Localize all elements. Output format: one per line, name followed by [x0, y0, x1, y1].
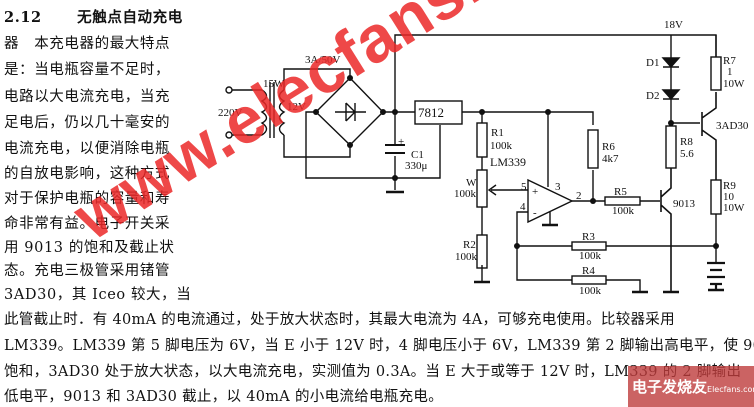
section-number: 2.12 — [4, 9, 42, 26]
label-r8-value: 5.6 — [680, 148, 694, 160]
body-text-line: 低电平，9013 和 3AD30 截止，以 40mA 的小电流给电瓶充电。 — [4, 389, 443, 405]
label-ic: LM339 — [490, 155, 526, 169]
side-text-line: 电路以大电流充电，当充 — [4, 89, 171, 105]
side-text-line: 足电后，仍以几十毫安的 — [4, 115, 171, 131]
side-text-line: 是：当电瓶容量不足时， — [4, 62, 171, 78]
label-3ad30: 3AD30 — [716, 120, 749, 132]
label-r9: R9 — [723, 180, 736, 192]
resistor-r5 — [604, 196, 641, 206]
capacitor-c1 — [385, 144, 405, 154]
transistor-9013 — [660, 168, 672, 292]
label-supply: 18V — [664, 19, 683, 31]
label-c1: C1 — [411, 149, 424, 161]
logo-text: 电子发烧友 — [632, 378, 708, 396]
side-text-line: 3AD30，其 Iceo 较大，当 — [4, 287, 192, 303]
label-w-value: 100k — [454, 188, 477, 200]
label-9013: 9013 — [673, 198, 696, 210]
section-heading: 2.12 无触点自动充电 — [4, 6, 183, 27]
diode-d2 — [661, 89, 681, 101]
label-d1: D1 — [646, 57, 659, 69]
label-r1: R1 — [491, 127, 504, 139]
transformer-secondary-coil — [278, 89, 286, 136]
bridge-diode-symbol — [335, 102, 366, 122]
label-r7-value: 1 — [727, 66, 733, 78]
resistor-r3 — [571, 241, 607, 251]
side-text-line: 电流充电，以便消除电瓶 — [4, 141, 171, 157]
label-regulator: 7812 — [418, 105, 444, 120]
resistor-r9 — [710, 179, 722, 215]
body-text-line: 饱和，3AD30 处于放大状态，以大电流充电，实测值为 0.3A。当 E 大于或… — [4, 364, 742, 380]
label-minus: - — [533, 207, 537, 219]
label-plus: + — [532, 186, 538, 198]
label-r5-value: 100k — [612, 205, 635, 217]
resistor-r1 — [476, 122, 488, 158]
comparator-lm339 — [527, 178, 574, 224]
pot-wiper-arrow — [487, 184, 528, 196]
label-pin4: 4 — [520, 201, 526, 213]
label-r9-value: 10 — [723, 191, 735, 203]
site-logo: 电子发烧友Elecfans.com — [628, 366, 754, 407]
transformer-primary-coil — [260, 89, 268, 136]
side-text-line: 器 本充电器的最大特点 — [4, 36, 171, 52]
resistor-r4 — [571, 275, 607, 285]
side-text-line: 的自放电影响，这种方式 — [4, 166, 171, 182]
transistor-3ad30 — [701, 92, 717, 180]
label-r7-power: 10W — [723, 78, 745, 90]
potentiometer-w — [476, 169, 488, 208]
diode-d1 — [661, 57, 681, 69]
label-r6-value: 4k7 — [602, 153, 619, 165]
side-text-line: 态。充电三极管采用锗管 — [4, 263, 171, 279]
logo-subtext: Elecfans.com — [707, 385, 754, 394]
label-d2: D2 — [646, 90, 659, 102]
label-r9-power: 10W — [723, 202, 745, 214]
section-title: 无触点自动充电 — [77, 9, 183, 26]
label-c1-polarity: + — [398, 136, 404, 148]
side-text-line: 命非常有益。电子开关采 — [4, 216, 171, 232]
label-r1-value: 100k — [490, 140, 513, 152]
label-r4-value: 100k — [579, 285, 602, 297]
label-r3: R3 — [582, 231, 595, 243]
label-r7: R7 — [723, 55, 736, 67]
label-w: W — [466, 177, 477, 189]
resistor-r6 — [587, 129, 599, 169]
transformer-core — [269, 82, 275, 138]
label-pin3: 3 — [555, 181, 561, 193]
resistor-r2 — [476, 234, 488, 269]
body-text-line: 此管截止时．有 40mA 的电流通过，处于放大状态时，其最大电流为 4A，可够充… — [4, 312, 675, 328]
label-r3-value: 100k — [579, 250, 602, 262]
battery-symbol — [707, 261, 725, 290]
label-r8: R8 — [680, 136, 693, 148]
label-r2-value: 100k — [455, 251, 478, 263]
resistor-r7 — [710, 56, 722, 91]
label-r5: R5 — [614, 186, 627, 198]
label-pin2: 2 — [576, 190, 582, 202]
label-c1-value: 330μ — [405, 160, 428, 172]
body-text-line: LM339。LM339 第 5 脚电压为 6V，当 E 小于 12V 时，4 脚… — [4, 338, 754, 354]
label-pin5: 5 — [521, 181, 527, 193]
side-text-line: 对于保护电瓶的容量和寿 — [4, 191, 171, 207]
label-r6: R6 — [602, 141, 615, 153]
label-secondary-voltage: 12V — [287, 101, 306, 113]
label-bridge-rating: 3A/50V — [305, 54, 341, 66]
circuit-schematic: 220V 15W 12V 3A/50V 7812 + C1 330μ 18V R… — [218, 19, 749, 297]
label-r2: R2 — [463, 239, 476, 251]
label-r4: R4 — [582, 265, 595, 277]
resistor-r8 — [665, 125, 677, 169]
label-input-voltage: 220V — [218, 107, 243, 119]
label-transformer-power: 15W — [263, 78, 285, 90]
side-text-line: 用 9013 的饱和及截止状 — [4, 240, 175, 256]
